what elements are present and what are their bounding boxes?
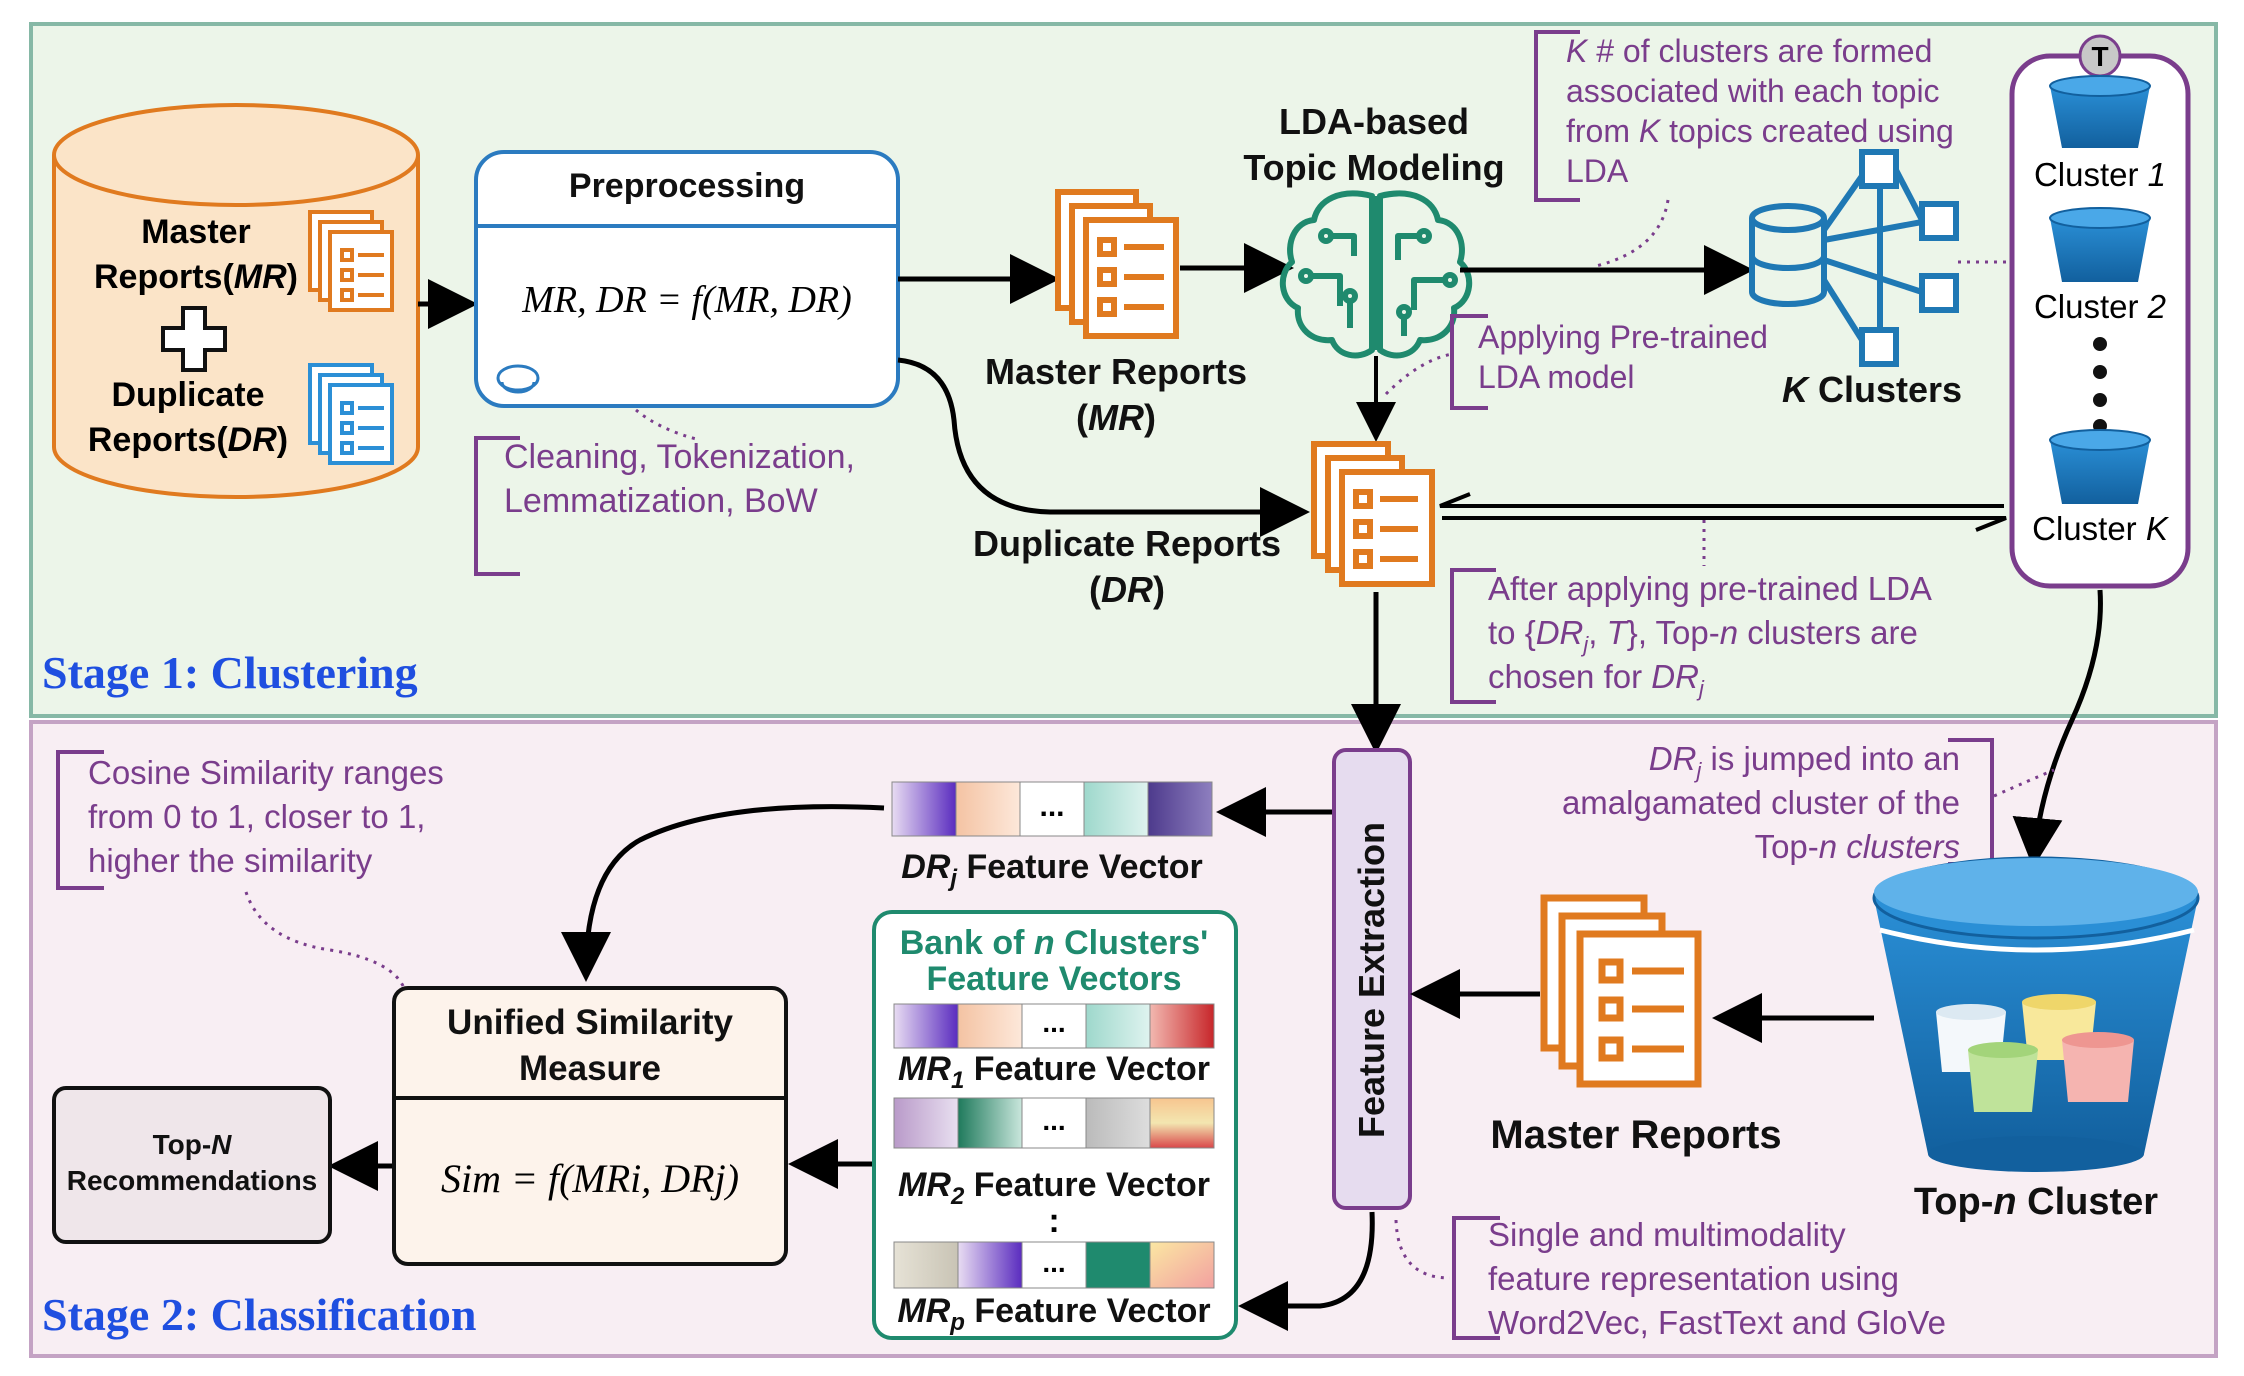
multimodal-note-connector <box>1394 1219 1451 1280</box>
usm-title-line1: Unified Similarity <box>447 1003 733 1042</box>
duplicate-reports-icon <box>1311 441 1435 587</box>
preprocessing-formula: MR, DR = f(MR, DR) <box>521 279 852 321</box>
drj-vector-dots: ... <box>1039 790 1064 823</box>
arrow-fe-mrp <box>1238 1211 1375 1331</box>
db-master-line1: Master <box>141 213 251 251</box>
brain-icon <box>1279 190 1473 359</box>
clusters-note-line1: K # of clusters are formed <box>1566 33 1932 69</box>
clusters-note-line2: associated with each topic <box>1566 73 1940 109</box>
topN-line2: Recommendations <box>67 1165 318 1196</box>
cosine-note-line1: Cosine Similarity ranges <box>88 754 444 791</box>
mrp-vector-label: MRp Feature Vector <box>897 1292 1210 1336</box>
duplicate-doc-icon <box>308 363 394 465</box>
multimodal-note-line2: feature representation using <box>1488 1260 1899 1297</box>
cosine-note-line2: from 0 to 1, closer to 1, <box>88 798 425 835</box>
topN-line1: Top-N <box>153 1129 233 1160</box>
cosine-note-bracket <box>56 750 104 890</box>
multimodal-note-line1: Single and multimodality <box>1488 1216 1846 1253</box>
t-badge-label: T <box>2091 41 2108 72</box>
stage1-label: Stage 1: Clustering <box>42 647 418 698</box>
master-reports-stage2-label: Master Reports <box>1490 1113 1781 1157</box>
sync-icon <box>496 364 540 394</box>
feature-extraction-label: Feature Extraction <box>1351 822 1392 1138</box>
stage2-label: Stage 2: Classification <box>42 1289 476 1340</box>
arrow-preprocessing-duplicate <box>897 357 1310 537</box>
topn-note-line1: After applying pre-trained LDA <box>1488 570 1932 607</box>
topn-note-bracket <box>1450 568 1496 704</box>
master-reports-label-line1: Master Reports <box>985 351 1247 392</box>
master-reports-icon <box>1055 189 1179 339</box>
preprocessing-box <box>474 150 900 408</box>
cluster-k-bucket-icon <box>2049 429 2151 504</box>
db-duplicate-line2: Reports(DR) <box>88 421 288 459</box>
usm-formula: Sim = f(MRi, DRj) <box>441 1156 739 1201</box>
jump-note-line3: Top-n clusters <box>1755 828 1960 865</box>
mr1-vector-label: MR1 Feature Vector <box>898 1050 1210 1094</box>
cosine-note-line3: higher the similarity <box>88 842 373 879</box>
mr2-vector-label: MR2 Feature Vector <box>898 1166 1210 1210</box>
bank-title-line2: Feature Vectors <box>926 960 1181 998</box>
bank-vertical-dots: : <box>1048 1202 1059 1240</box>
topN-box <box>52 1086 332 1244</box>
db-master-line2: Reports(MR) <box>94 258 298 296</box>
mr2-vector-dots: ... <box>1042 1105 1065 1136</box>
drj-feature-vector <box>891 781 1213 837</box>
preprocessing-note-connector <box>635 408 701 442</box>
cluster-2-bucket-icon <box>2049 207 2151 282</box>
clusters-note-line3: from K topics created using <box>1566 113 1954 149</box>
lda-label-line1: LDA-based <box>1279 101 1469 142</box>
topn-cluster-label: Top-n Cluster <box>1914 1181 2158 1223</box>
mr2-feature-vector <box>893 1097 1215 1149</box>
preprocessing-note-bracket <box>474 436 520 576</box>
cluster-1-bucket-icon <box>2049 75 2151 148</box>
duplicate-reports-label-line1: Duplicate Reports <box>973 523 1281 564</box>
jump-note-line1: DRj is jumped into an <box>1649 740 1960 783</box>
cosine-note-connector <box>244 891 406 989</box>
drj-vector-label: DRj Feature Vector <box>901 848 1202 892</box>
mr1-vector-dots: ... <box>1042 1007 1065 1038</box>
clusters-note-bracket <box>1534 30 1580 202</box>
master-doc-icon <box>308 210 394 312</box>
db-duplicate-line1: Duplicate <box>111 376 264 414</box>
usm-box <box>392 986 788 1266</box>
jump-note-connector <box>1993 768 2055 798</box>
double-arrow-duplicate-clusters <box>1439 492 2007 532</box>
lda-label-line2: Topic Modeling <box>1243 147 1504 188</box>
bank-title-line1: Bank of n Clusters' <box>900 924 1209 962</box>
plus-icon <box>161 306 227 372</box>
mr1-feature-vector <box>893 1003 1215 1049</box>
k-clusters-label: K Clusters <box>1782 369 1962 410</box>
preprocessing-note-line1: Cleaning, Tokenization, <box>504 438 855 476</box>
multimodal-note-line3: Word2Vec, FastText and GloVe <box>1488 1304 1946 1341</box>
arrow-drj-usm <box>561 804 885 982</box>
multimodal-note-bracket <box>1452 1216 1500 1340</box>
lda-note-line2: LDA model <box>1478 359 1635 395</box>
preprocessing-title: Preprocessing <box>569 167 805 205</box>
lda-note-bracket <box>1450 314 1488 410</box>
jump-note-line2: amalgamated cluster of the <box>1562 784 1960 821</box>
duplicate-reports-label-line2: (DR) <box>1089 569 1165 610</box>
cluster-2-label: Cluster 2 <box>2034 288 2166 325</box>
topn-note-line2: to {DRj, T}, Top-n clusters are <box>1488 614 1918 657</box>
cluster-1-label: Cluster 1 <box>2034 156 2166 193</box>
clusters-note-line4: LDA <box>1566 153 1629 189</box>
master-reports-stage2-icon <box>1540 894 1702 1088</box>
clusters-note-connector <box>1595 199 1670 268</box>
lda-note-line1: Applying Pre-trained <box>1478 319 1768 355</box>
mrp-feature-vector <box>893 1241 1215 1289</box>
mrp-vector-dots: ... <box>1042 1247 1065 1278</box>
topn-cluster-bucket-icon <box>1872 856 2200 1172</box>
usm-title-line2: Measure <box>519 1049 661 1088</box>
topn-note-line3: chosen for DRj <box>1488 658 1705 701</box>
master-reports-label-line2: (MR) <box>1076 397 1156 438</box>
cluster-k-label: Cluster K <box>2032 510 2170 547</box>
vertical-ellipsis-icon <box>2093 337 2107 433</box>
arrow-clusters-topn <box>2012 589 2103 868</box>
k-clusters-network-icon <box>1749 149 1959 367</box>
preprocessing-note-line2: Lemmatization, BoW <box>504 482 818 520</box>
